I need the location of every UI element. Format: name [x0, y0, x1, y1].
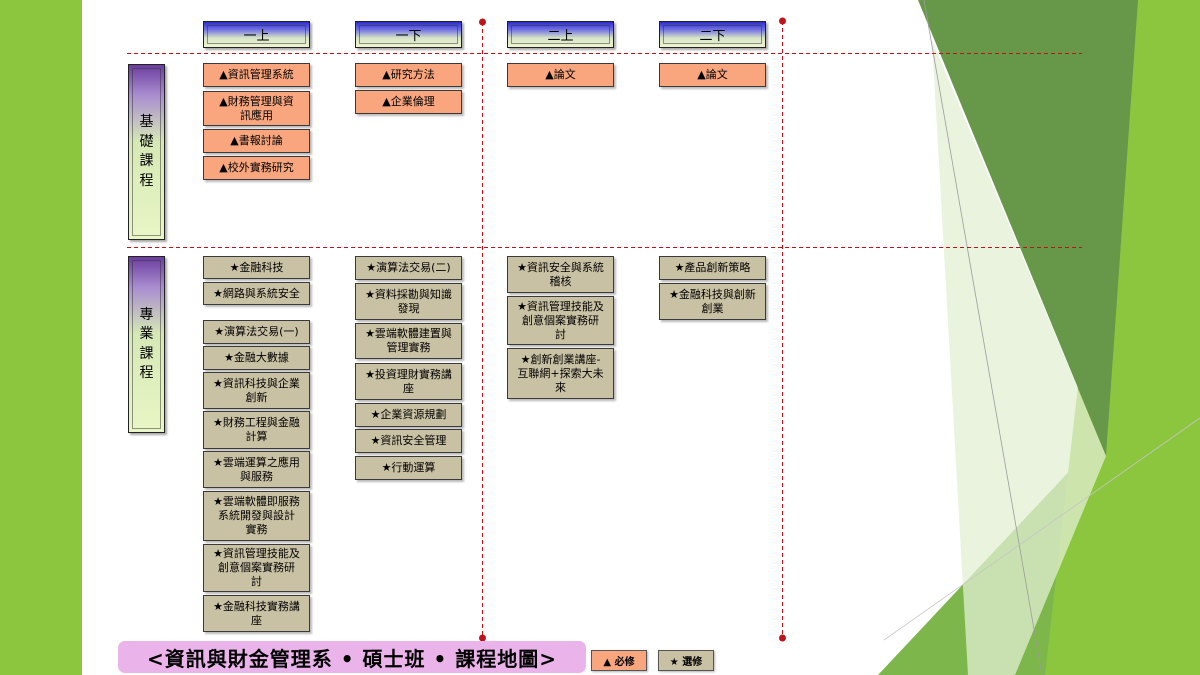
decor-thin-line: [923, 0, 1043, 675]
elective-course: ★網路與系統安全: [203, 282, 310, 305]
category-professional-label: 專業課程: [139, 306, 154, 382]
required-course: ▲校外實務研究: [203, 156, 310, 180]
legend-required: ▲ 必修: [591, 650, 647, 671]
elective-course: ★企業資源規劃: [355, 403, 462, 427]
elective-course: ★金融科技實務講座: [203, 595, 310, 632]
semester-header-1-1: 一上: [203, 21, 310, 48]
elective-course: ★雲端軟體即服務系統開發與設計實務: [203, 491, 310, 541]
elective-course: ★金融科技與創新創業: [659, 283, 766, 320]
elective-course: ★資訊管理技能及創意個案實務研討: [507, 296, 614, 345]
required-course: ▲企業倫理: [355, 90, 462, 114]
decor-pale-green-triangle: [932, 40, 1106, 675]
semester-header-1-2: 一下: [355, 21, 462, 48]
elective-course: ★資訊安全與系統稽核: [507, 256, 614, 293]
elective-course: ★投資理財實務講座: [355, 363, 462, 400]
required-course: ▲財務管理與資訊應用: [203, 91, 310, 126]
category-professional: 專業課程: [128, 256, 165, 433]
legend-elective: ★ 選修: [658, 650, 714, 671]
required-course: ▲論文: [507, 63, 614, 87]
elective-course: ★產品創新策略: [659, 256, 766, 280]
semester-header-2-1: 二上: [507, 21, 614, 48]
course-map-title: <資訊與財金管理系 • 碩士班 • 課程地圖>: [118, 641, 586, 673]
required-course: ▲資訊管理系統: [203, 63, 310, 87]
divider-endpoint-dot: [779, 634, 786, 642]
elective-course: ★雲端運算之應用與服務: [203, 451, 310, 488]
elective-course: ★演算法交易(二): [355, 256, 462, 280]
divider-endpoint-dot: [779, 17, 786, 25]
elective-course: ★財務工程與金融計算: [203, 411, 310, 449]
elective-course: ★金融大數據: [203, 346, 310, 370]
elective-course: ★資訊安全管理: [355, 429, 462, 453]
divider-endpoint-dot: [479, 634, 486, 642]
decor-dark-green-triangle: [918, 0, 1138, 456]
required-course: ▲書報討論: [203, 129, 310, 153]
elective-course: ★創新創業講座-互聯網+探索大未來: [507, 348, 614, 399]
elective-course: ★雲端軟體建置與管理實務: [355, 323, 462, 359]
semester-header-2-2: 二下: [659, 21, 766, 48]
category-foundation: 基礎課程: [128, 64, 165, 240]
elective-course: ★金融科技: [203, 256, 310, 279]
required-course: ▲論文: [659, 63, 766, 87]
elective-course: ★演算法交易(一): [203, 320, 310, 344]
divider-endpoint-dot: [479, 18, 486, 26]
category-foundation-label: 基礎課程: [139, 114, 154, 189]
decor-thin-line: [883, 417, 1200, 641]
elective-course: ★資訊管理技能及創意個案實務研討: [203, 544, 310, 592]
left-green-band: [0, 0, 82, 675]
required-course: ▲研究方法: [355, 63, 462, 87]
elective-course: ★資料採勘與知識發現: [355, 283, 462, 320]
elective-course: ★資訊科技與企業創新: [203, 372, 310, 409]
elective-course: ★行動運算: [355, 456, 462, 480]
